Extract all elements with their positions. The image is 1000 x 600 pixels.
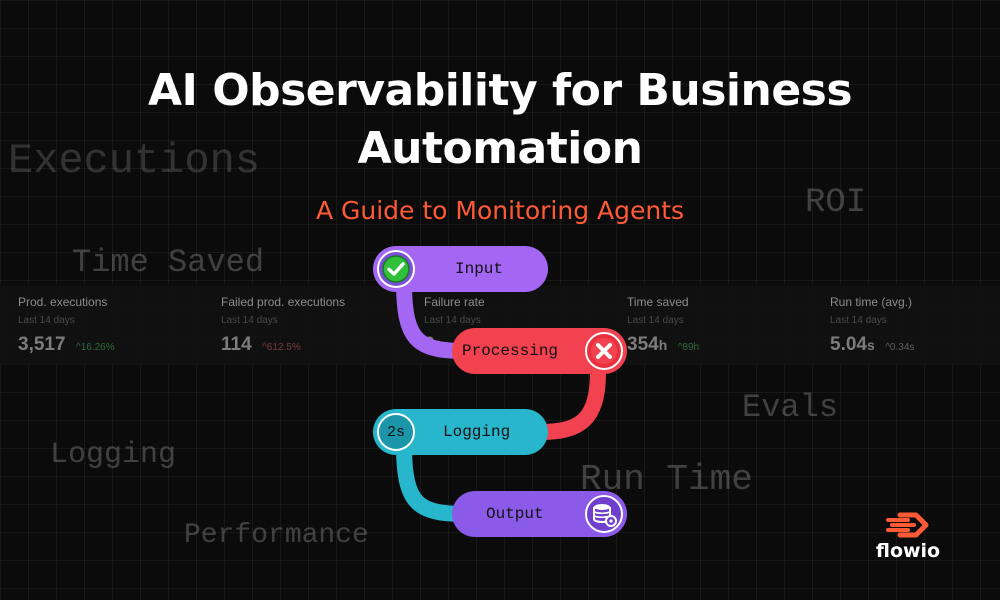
metric-prod-executions: Prod. executions Last 14 days 3,517 ^16.… (18, 295, 218, 356)
metric-time-saved: Time saved Last 14 days 354h ^89h (627, 295, 827, 356)
metric-delta: ^0.34s (885, 342, 915, 353)
metric-delta: ^612.5% (262, 342, 301, 353)
timer-badge: 2s (377, 413, 415, 451)
title-line-1: AI Observability for Business (147, 65, 853, 116)
metric-period: Last 14 days (830, 315, 887, 326)
metric-value: 354 (627, 334, 659, 355)
flowio-logo-icon (886, 512, 929, 538)
flow-step-input: Input (373, 246, 548, 292)
metric-value: 5.04 (830, 334, 867, 355)
title-line-2: Automation (357, 123, 643, 174)
database-gear-icon (585, 495, 623, 533)
flow-step-label: Input (455, 260, 504, 278)
brand-name: flowio (875, 540, 941, 562)
metric-label: Failure rate (424, 295, 485, 309)
connector-processing-logging (532, 364, 606, 440)
flowio-logo: flowio (868, 512, 948, 572)
metric-failed-executions: Failed prod. executions Last 14 days 114… (221, 295, 421, 356)
flow-step-output: Output (452, 491, 627, 537)
page-subtitle: A Guide to Monitoring Agents (315, 196, 685, 225)
bg-word-evals: Evals (742, 389, 839, 426)
page-title: AI Observability for Business Automation (0, 62, 1000, 178)
bg-word-roi: ROI (805, 184, 867, 222)
flow-step-label: Logging (443, 423, 511, 441)
metric-unit: h (658, 337, 668, 353)
x-circle-icon (585, 332, 623, 370)
metric-value: 114 (221, 334, 252, 355)
metric-period: Last 14 days (627, 315, 684, 326)
metric-delta: ^89h (677, 342, 700, 353)
metric-value: 3,517 (18, 334, 66, 355)
metric-run-time: Run time (avg.) Last 14 days 5.04s ^0.34… (830, 295, 1000, 356)
flow-step-processing: Processing (452, 328, 627, 374)
flow-step-logging: 2s Logging (373, 409, 548, 455)
flow-step-label: Output (486, 505, 544, 523)
bg-word-logging: Logging (50, 438, 177, 472)
bg-word-executions: Executions (8, 137, 261, 185)
bg-word-performance: Performance (184, 520, 369, 551)
metric-label: Time saved (627, 295, 689, 309)
flow-step-label: Processing (462, 342, 559, 360)
metric-unit: s (866, 337, 875, 353)
metric-delta: ^16.26% (76, 342, 115, 353)
metric-period: Last 14 days (221, 315, 278, 326)
metric-label: Run time (avg.) (830, 295, 913, 309)
metric-period: Last 14 days (424, 315, 481, 326)
metric-label: Prod. executions (18, 295, 108, 309)
bg-word-time-saved: Time Saved (72, 244, 265, 281)
metric-period: Last 14 days (18, 315, 75, 326)
check-circle-icon (377, 250, 415, 288)
metric-label: Failed prod. executions (221, 295, 346, 309)
